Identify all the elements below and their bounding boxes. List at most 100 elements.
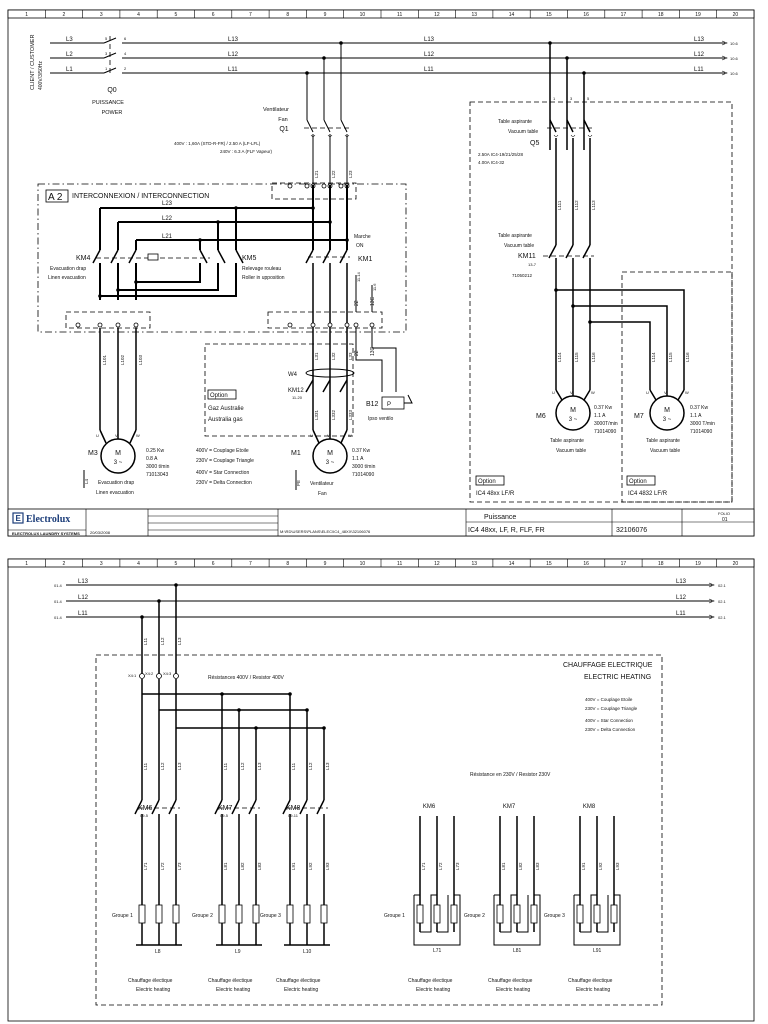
svg-text:V: V [570, 390, 573, 395]
svg-text:230V = Delta Connection: 230V = Delta Connection [196, 480, 252, 486]
bus2-l13-a: L13 [78, 579, 89, 585]
svg-text:L93: L93 [615, 862, 620, 870]
svg-text:400V = Couplage Etoile: 400V = Couplage Etoile [196, 448, 249, 454]
svg-text:X4:2: X4:2 [145, 671, 154, 676]
option-australia-1: Gaz Australie [208, 406, 244, 412]
km5-label-2: Roller in upposition [242, 275, 285, 281]
ruler-column-5: 5 [174, 12, 177, 18]
svg-text:22: 22 [354, 350, 360, 356]
svg-text:22: 22 [354, 300, 360, 306]
svg-text:M: M [115, 450, 121, 457]
q1-label-1: Ventilateur [263, 107, 289, 113]
w4-label: W4 [288, 372, 298, 378]
svg-text:U: U [552, 390, 555, 395]
bus-l12-c: L12 [694, 52, 705, 58]
svg-text:L83: L83 [257, 862, 262, 870]
svg-text:V: V [327, 433, 330, 438]
ruler-column-10: 10 [360, 561, 366, 567]
svg-text:L33: L33 [348, 352, 353, 360]
svg-text:L73: L73 [455, 862, 460, 870]
svg-text:Electric heating: Electric heating [576, 987, 610, 993]
svg-text:L91: L91 [593, 948, 602, 954]
svg-text:4.00A IC4-32: 4.00A IC4-32 [478, 160, 505, 165]
contactor-km5: KM5 Relevage rouleau Roller in uppositio… [199, 249, 285, 281]
svg-text:PE: PE [296, 480, 301, 486]
contactor-km1: KM1 Marche ON [305, 234, 373, 264]
svg-text:Chauffage électique: Chauffage électique [568, 978, 613, 984]
bus2-l11-b: L11 [676, 611, 686, 617]
svg-text:1: 1 [105, 66, 108, 71]
q0-label-1: PUISSANCE [92, 100, 124, 106]
title-puissance: Puissance [484, 514, 516, 521]
svg-text:L92: L92 [308, 862, 313, 870]
ruler-column-20: 20 [733, 12, 739, 18]
svg-text:M: M [570, 407, 576, 414]
svg-text:10.6: 10.6 [730, 71, 739, 76]
ruler-column-15: 15 [546, 561, 552, 567]
ruler-column-14: 14 [509, 561, 515, 567]
svg-text:3 ~: 3 ~ [569, 417, 578, 423]
svg-text:L31: L31 [314, 352, 319, 360]
option-australia-tag: Option [210, 393, 228, 399]
ruler-column-9: 9 [324, 12, 327, 18]
q1-ref: Q1 [279, 126, 288, 133]
ruler-column-11: 11 [397, 12, 402, 18]
svg-text:11.14: 11.14 [356, 272, 361, 282]
km1-ref: KM1 [358, 256, 373, 263]
line-label-l1: L1 [66, 67, 73, 73]
svg-text:L81: L81 [513, 948, 522, 954]
option-tag-1: Option [478, 479, 496, 485]
ruler-column-11: 11 [397, 561, 402, 567]
svg-text:400V = Couplage Etoile: 400V = Couplage Etoile [585, 697, 633, 702]
svg-text:L114: L114 [651, 352, 656, 362]
option-australia-2: Australia gas [208, 417, 243, 423]
svg-text:L11: L11 [143, 762, 148, 770]
svg-text:Vacuum table: Vacuum table [650, 448, 680, 454]
svg-text:U: U [310, 433, 313, 438]
svg-text:10.6: 10.6 [730, 56, 739, 61]
ruler-column-4: 4 [137, 12, 140, 18]
svg-text:L11: L11 [291, 762, 296, 770]
m1-ref: M1 [291, 450, 301, 457]
folio-number: 01 [722, 517, 728, 523]
svg-text:3 ~: 3 ~ [663, 417, 672, 423]
svg-text:0.37 Kw: 0.37 Kw [352, 448, 370, 454]
svg-text:X4:3: X4:3 [163, 671, 172, 676]
svg-text:ELECTROLUX LAUNDRY SYSTEMS: ELECTROLUX LAUNDRY SYSTEMS [12, 531, 80, 536]
bus2-l12-b: L12 [676, 595, 687, 601]
wire-l101: L101 [102, 354, 107, 365]
svg-text:1.1 A: 1.1 A [352, 456, 364, 462]
ruler-column-19: 19 [695, 12, 701, 18]
ruler-column-7: 7 [249, 561, 252, 567]
svg-text:L13: L13 [177, 762, 182, 770]
svg-text:02.1: 02.1 [718, 599, 727, 604]
ruler-column-7: 7 [249, 12, 252, 18]
svg-text:L111: L111 [557, 200, 562, 210]
km11-ref: KM11 [518, 253, 536, 260]
svg-text:Table aspirante: Table aspirante [498, 233, 532, 239]
km1-label-1: Marche [354, 234, 371, 240]
contactor-km6: KM6 [138, 805, 153, 812]
svg-text:1: 1 [553, 96, 556, 101]
km4-label-1: Evacuation drap [50, 266, 86, 272]
svg-text:L331: L331 [314, 409, 319, 420]
b12-ref: B12 [366, 401, 379, 408]
a2-title: INTERCONNEXION / INTERCONNECTION [72, 193, 209, 200]
svg-text:Electric heating: Electric heating [136, 987, 170, 993]
svg-text:L71: L71 [421, 862, 426, 870]
q5-ref: Q5 [530, 140, 539, 147]
svg-text:400V = Star Connection: 400V = Star Connection [196, 470, 249, 476]
ruler-column-3: 3 [100, 561, 103, 567]
svg-text:71014090: 71014090 [352, 472, 374, 478]
ruler-column-1: 1 [25, 561, 28, 567]
svg-text:10.6: 10.6 [730, 41, 739, 46]
motor-m6: M 3 ~ U V W M6 0.37 Kw 1.1 A 3000T/min 7… [536, 389, 618, 454]
svg-text:Chauffage électique: Chauffage électique [408, 978, 453, 984]
svg-text:M: M [327, 450, 333, 457]
